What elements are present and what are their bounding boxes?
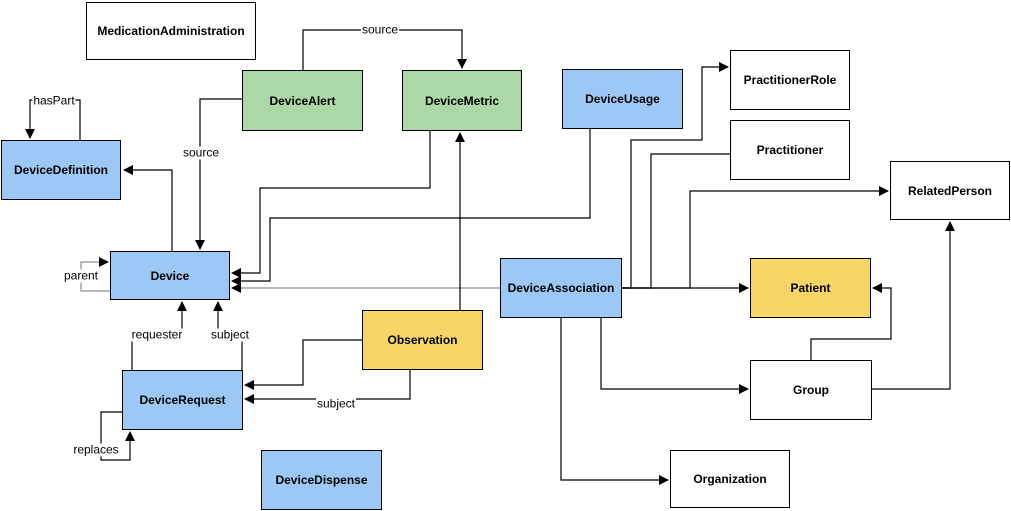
edge-association-to-related-person (622, 185, 890, 289)
node-observation[interactable]: Observation (362, 310, 483, 370)
node-label-device: Device (150, 268, 190, 283)
edge-label-device-parent-loop: parent (62, 268, 100, 283)
node-label-device-alert: DeviceAlert (269, 93, 336, 108)
node-related-person[interactable]: RelatedPerson (890, 161, 1010, 220)
edge-group-to-related-person (872, 220, 956, 390)
node-device-association[interactable]: DeviceAssociation (500, 258, 622, 318)
node-device-definition[interactable]: DeviceDefinition (1, 140, 121, 200)
node-label-device-usage: DeviceUsage (585, 92, 660, 106)
edge-label-request-subject-device: subject (209, 327, 251, 342)
edge-association-to-organization (560, 318, 670, 486)
edge-association-to-practitioner (622, 153, 730, 289)
node-device-request[interactable]: DeviceRequest (122, 370, 243, 430)
node-label-practitioner-role: PractitionerRole (743, 73, 837, 87)
edge-device-alert-source-device (194, 98, 242, 251)
node-label-device-association: DeviceAssociation (507, 281, 615, 295)
edge-label-device-alert-source-metric: source (360, 22, 400, 37)
edge-request-replaces-loop (100, 411, 136, 461)
node-group[interactable]: Group (750, 360, 872, 420)
edge-label-request-replaces-loop: replaces (72, 442, 120, 457)
node-label-device-definition: DeviceDefinition (13, 163, 109, 177)
node-device-usage[interactable]: DeviceUsage (562, 69, 683, 129)
node-label-device-metric: DeviceMetric (424, 93, 500, 108)
node-label-medication-administration: MedicationAdministration (97, 24, 245, 38)
node-patient[interactable]: Patient (750, 258, 871, 318)
edge-label-definition-haspart-loop: hasPart (32, 93, 76, 108)
node-device[interactable]: Device (110, 251, 230, 300)
node-device-alert[interactable]: DeviceAlert (242, 70, 363, 131)
edge-label-device-alert-source-device: source (181, 145, 221, 160)
edge-group-to-patient (810, 282, 892, 360)
node-label-device-dispense: DeviceDispense (275, 473, 368, 487)
edge-device-metric-to-device (230, 131, 431, 279)
edge-label-request-requester-device: requester (130, 327, 184, 342)
node-organization[interactable]: Organization (670, 450, 790, 508)
node-label-organization: Organization (693, 472, 767, 486)
edge-association-to-group (600, 318, 750, 395)
node-label-observation: Observation (387, 333, 458, 347)
node-label-device-request: DeviceRequest (139, 393, 226, 407)
node-label-practitioner: Practitioner (756, 143, 824, 157)
edge-device-usage-to-device (230, 129, 591, 287)
edge-label-observation-subject-request: subject (315, 396, 357, 411)
edge-device-to-definition (122, 164, 173, 251)
edge-observation-subject-request (243, 370, 411, 405)
node-practitioner-role[interactable]: PractitionerRole (730, 50, 850, 110)
node-device-metric[interactable]: DeviceMetric (402, 70, 522, 131)
node-medication-administration[interactable]: MedicationAdministration (86, 2, 256, 60)
node-device-dispense[interactable]: DeviceDispense (261, 450, 382, 510)
edge-observation-to-device-request (243, 339, 362, 391)
node-label-group: Group (793, 383, 829, 397)
node-practitioner[interactable]: Practitioner (730, 120, 850, 180)
node-label-related-person: RelatedPerson (907, 183, 993, 198)
node-label-patient: Patient (790, 281, 831, 295)
